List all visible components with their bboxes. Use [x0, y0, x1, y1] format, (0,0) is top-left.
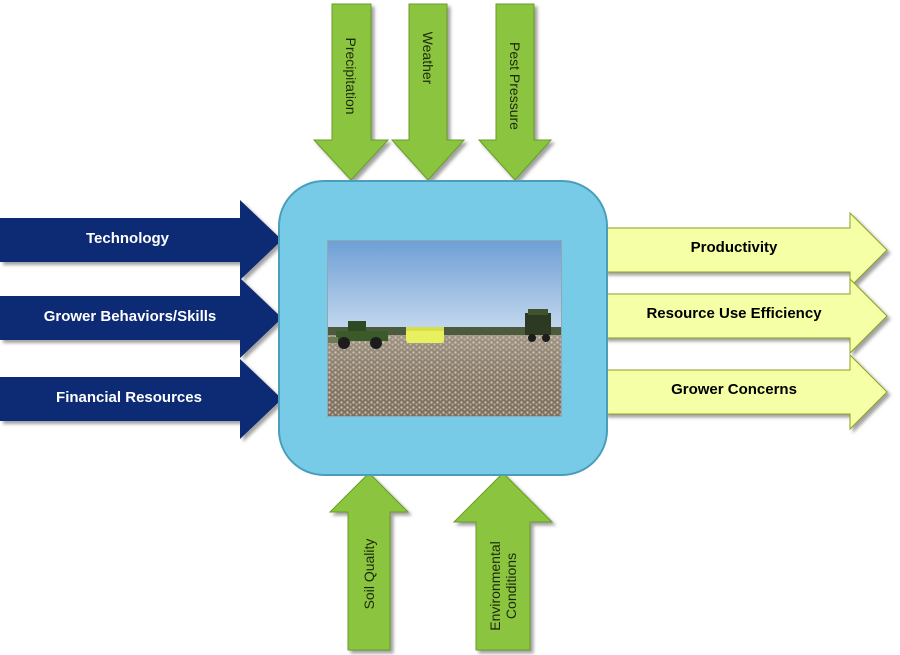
cotton-module: [406, 327, 444, 343]
arrow-pest-pressure: [477, 3, 553, 181]
label-environmental-conditions: Environmental Conditions: [487, 541, 519, 631]
arrow-weather: [390, 3, 466, 181]
arrow-technology: [0, 200, 282, 280]
label-weather: Weather: [420, 31, 436, 85]
arrow-productivity: [603, 211, 888, 289]
cotton-field-illustration: [328, 241, 561, 416]
label-productivity: Productivity: [690, 239, 778, 256]
arrow-grower-behaviors: [0, 278, 282, 358]
arrow-resource-use-efficiency: [603, 277, 888, 355]
cotton-field-photo: [327, 240, 562, 417]
label-grower-behaviors-skills: Grower Behaviors/Skills: [43, 308, 217, 325]
label-pest-pressure: Pest Pressure: [507, 42, 523, 130]
label-soil-quality: Soil Quality: [361, 538, 377, 610]
arrow-environmental-conditions: [452, 472, 554, 651]
label-technology: Technology: [85, 230, 170, 247]
picker-right: [525, 309, 551, 342]
arrow-precipitation: [312, 3, 390, 181]
arrow-grower-concerns: [603, 353, 888, 431]
arrow-soil-quality: [328, 472, 410, 651]
label-grower-concerns: Grower Concerns: [671, 381, 797, 398]
label-precipitation: Precipitation: [343, 37, 359, 115]
tractor-left: [328, 321, 388, 349]
label-resource-use-efficiency: Resource Use Efficiency: [646, 305, 822, 322]
label-financial-resources: Financial Resources: [56, 389, 202, 406]
arrow-financial-resources: [0, 359, 282, 439]
